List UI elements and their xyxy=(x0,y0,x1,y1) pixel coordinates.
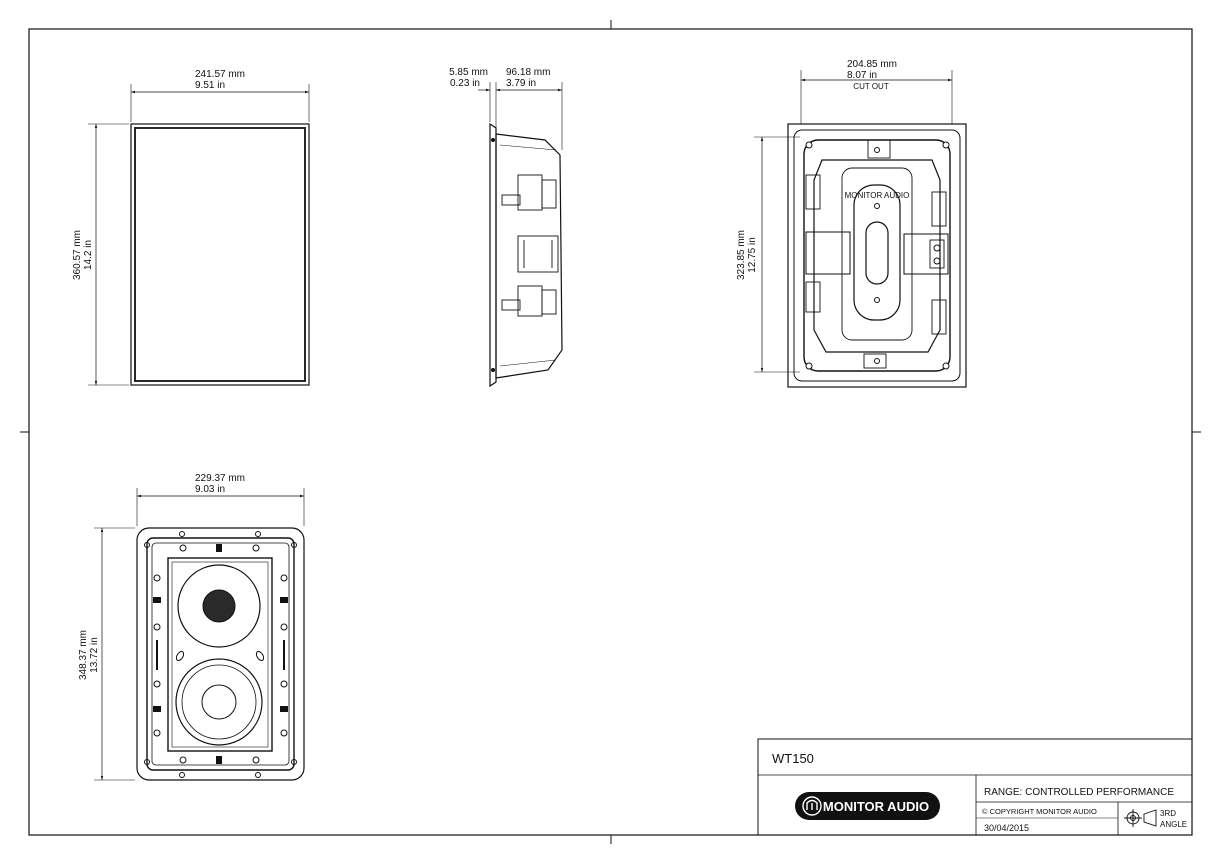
baffle-panel xyxy=(167,557,273,752)
side-body xyxy=(495,133,563,379)
back-cutout-label: CUT OUT xyxy=(853,82,889,91)
baffle-clamp-tabs xyxy=(153,544,288,764)
side-clamp-bottom xyxy=(501,285,557,317)
range-label: RANGE: CONTROLLED PERFORMANCE xyxy=(984,787,1174,798)
woofer-cone xyxy=(181,664,257,740)
back-clamp-brackets xyxy=(805,139,947,369)
front-grille-outer xyxy=(130,123,310,386)
back-cup xyxy=(813,159,941,353)
copyright-label: © COPYRIGHT MONITOR AUDIO xyxy=(982,807,1097,816)
baffle-frame xyxy=(146,537,295,771)
side-view: 5.85 mm 0.23 in 96.18 mm 3.79 in xyxy=(449,67,563,388)
drawing-date: 30/04/2015 xyxy=(984,823,1029,833)
front-view: 241.57 mm 9.51 in 360.57 mm 14.2 in xyxy=(72,69,310,386)
baffle-height-mm: 348.37 mm xyxy=(78,630,89,680)
woofer-frame xyxy=(175,658,263,746)
back-brand-label: MONITOR AUDIO xyxy=(845,191,910,200)
front-width-in: 9.51 in xyxy=(195,80,225,91)
front-grille-inner xyxy=(134,127,306,382)
side-depth-mm: 96.18 mm xyxy=(506,67,550,78)
baffle-outer xyxy=(136,527,305,781)
front-height-in: 14.2 in xyxy=(83,240,94,270)
projection-symbol xyxy=(1124,809,1157,827)
back-frame-outer xyxy=(787,123,967,388)
tweeter-dome xyxy=(202,589,236,623)
brand-logo-text: MONITOR AUDIO xyxy=(823,799,929,814)
baffle-width-in: 9.03 in xyxy=(195,484,225,495)
back-frame-inner xyxy=(793,129,961,382)
baffle-slots xyxy=(156,640,285,670)
front-height-mm: 360.57 mm xyxy=(72,230,83,280)
model-name: WT150 xyxy=(772,751,814,766)
back-screws xyxy=(805,141,950,370)
side-depth-in: 3.79 in xyxy=(506,78,536,89)
back-housing xyxy=(803,139,951,372)
back-cutout-width-mm: 204.85 mm xyxy=(847,59,897,70)
front-width-mm: 241.57 mm xyxy=(195,69,245,80)
baffle-screws xyxy=(144,531,297,778)
back-cutout-height-mm: 323.85 mm xyxy=(736,230,747,280)
back-magnet xyxy=(853,184,901,321)
baffle-view: 229.37 mm 9.03 in 348.37 mm 13.72 in xyxy=(78,473,305,781)
baffle-width-mm: 229.37 mm xyxy=(195,473,245,484)
side-flange-mm: 5.85 mm xyxy=(449,67,488,78)
woofer-dustcap xyxy=(201,684,237,720)
baffle-height-in: 13.72 in xyxy=(89,637,100,673)
tweeter-surround xyxy=(177,564,261,648)
back-cutout-width-in: 8.07 in xyxy=(847,70,877,81)
sheet-frame xyxy=(20,20,1201,844)
back-port xyxy=(865,221,889,285)
brand-logo: MONITOR AUDIO xyxy=(795,792,940,820)
projection-line1: 3RD xyxy=(1160,809,1176,818)
back-cutout-height-in: 12.75 in xyxy=(747,237,758,273)
back-view: MONITOR AUDIO 204. xyxy=(736,59,967,388)
side-clamp-top xyxy=(501,174,557,211)
side-clamp-middle xyxy=(517,235,559,273)
side-flange xyxy=(489,122,497,388)
side-flange-in: 0.23 in xyxy=(450,78,480,89)
title-block: WT150 RANGE: CONTROLLED PERFORMANCE © CO… xyxy=(757,738,1193,836)
projection-line2: ANGLE xyxy=(1160,820,1187,829)
